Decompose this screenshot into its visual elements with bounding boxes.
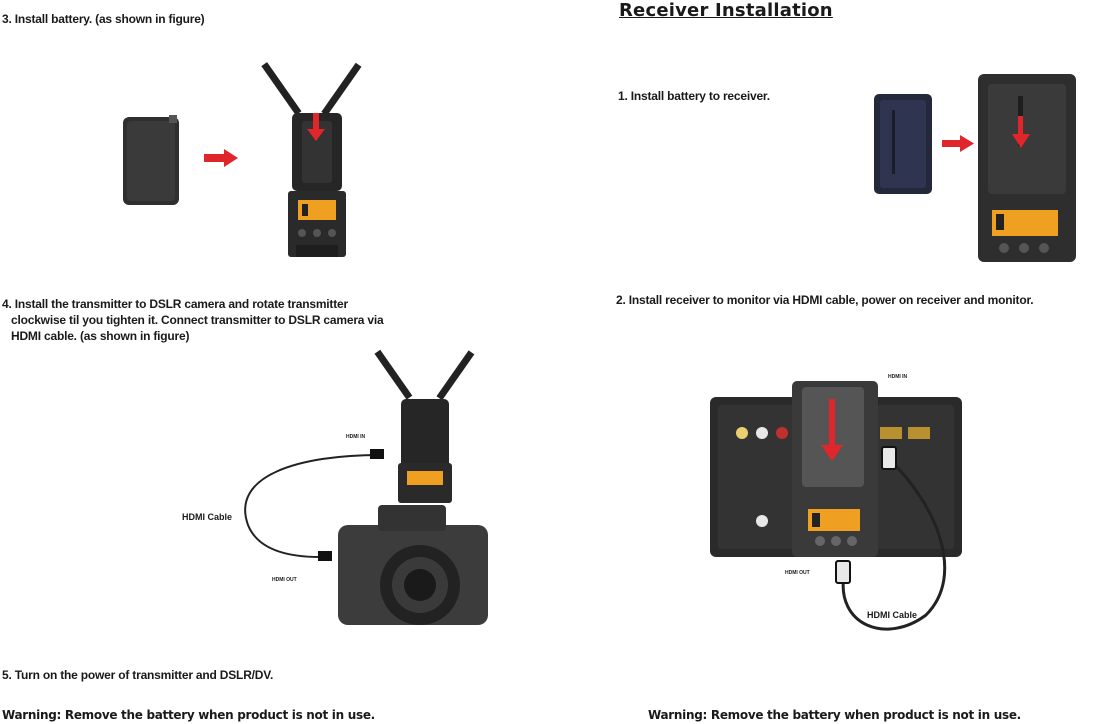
battery-install-figure <box>123 62 362 257</box>
receiver-battery-figure <box>874 74 1076 262</box>
battery-image <box>874 94 932 194</box>
transmitter-camera-figure <box>244 349 488 625</box>
step-5-text: 5. Turn on the power of transmitter and … <box>2 668 274 682</box>
battery-image <box>123 115 179 205</box>
step-2-text: 2. Install receiver to monitor via HDMI … <box>616 293 1034 307</box>
hdmi-cable-label: HDMI Cable <box>182 512 233 522</box>
step-4-line-2: clockwise til you tighten it. Connect tr… <box>11 313 384 327</box>
left-page: 3. Install battery. (as shown in figure) <box>0 0 556 724</box>
red-arrow-right-icon <box>204 149 238 167</box>
step-4-line-1: 4. Install the transmitter to DSLR camer… <box>2 297 348 311</box>
section-title: Receiver Installation <box>619 0 833 21</box>
hdmi-out-label: HDMI OUT <box>272 577 297 583</box>
hdmi-in-label: HDMI IN <box>346 434 366 440</box>
red-arrow-right-icon <box>942 135 974 152</box>
step-4-line-3: HDMI cable. (as shown in figure) <box>11 329 190 343</box>
right-page: Receiver Installation 1. Install battery… <box>556 0 1113 724</box>
receiver-monitor-figure <box>710 381 962 631</box>
step-1-text: 1. Install battery to receiver. <box>618 89 770 103</box>
step-3-text: 3. Install battery. (as shown in figure) <box>2 12 205 26</box>
hdmi-cable-label: HDMI Cable <box>867 610 918 620</box>
warning-text: Warning: Remove the battery when product… <box>2 708 375 722</box>
warning-text: Warning: Remove the battery when product… <box>648 708 1021 722</box>
receiver-image <box>978 74 1076 262</box>
transmitter-image <box>261 62 362 257</box>
hdmi-out-label: HDMI OUT <box>785 570 810 576</box>
hdmi-in-label: HDMI IN <box>888 374 908 380</box>
